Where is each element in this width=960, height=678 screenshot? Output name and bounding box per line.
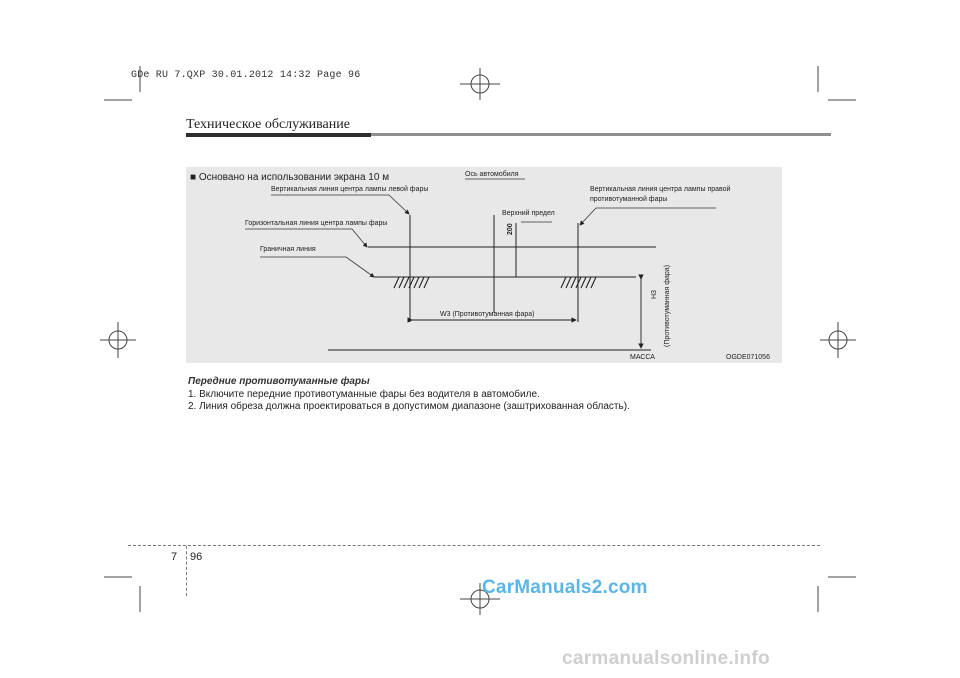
chapter-number: 7 bbox=[171, 551, 178, 563]
right-vertical-label-line2: противотуманной фары bbox=[590, 195, 667, 203]
registration-target-top bbox=[460, 68, 500, 100]
section-title: Техническое обслуживание bbox=[186, 117, 350, 132]
left-hatched-zone bbox=[393, 276, 430, 289]
fog-lamp-diagram-panel: ■ Основано на использовании экрана 10 м … bbox=[186, 167, 782, 363]
right-vertical-leader bbox=[579, 207, 716, 226]
left-vertical-leader bbox=[271, 194, 410, 215]
section-underline-accent bbox=[186, 133, 371, 137]
vehicle-axis-label: Ось автомобиля bbox=[465, 170, 519, 178]
right-vertical-label-line1: Вертикальная линия центра лампы правой bbox=[590, 185, 731, 193]
print-slug: GDe RU 7.QXP 30.01.2012 14:32 Page 96 bbox=[131, 70, 361, 81]
horizontal-center-label: Горизонтальная линия центра лампы фары bbox=[245, 220, 387, 227]
fog-lamp-diagram: ■ Основано на использовании экрана 10 м … bbox=[190, 170, 770, 361]
registration-target-right bbox=[820, 322, 856, 358]
w3-label: W3 (Противотуманная фара) bbox=[440, 311, 534, 318]
upper-limit-value: 200 bbox=[507, 223, 514, 235]
horizontal-center-leader bbox=[245, 228, 368, 248]
instruction-step-2: 2. Линия обреза должна проектироваться в… bbox=[188, 401, 630, 412]
footer-separator bbox=[186, 546, 187, 596]
boundary-line-label: Граничная линия bbox=[260, 246, 316, 253]
right-hatched-zone bbox=[560, 276, 597, 289]
page-number: 96 bbox=[190, 551, 203, 563]
section-underline bbox=[186, 133, 831, 136]
instruction-step-1: 1. Включите передние противотуманные фар… bbox=[188, 389, 540, 400]
watermark-link-carmanualsonline[interactable]: carmanualsonline.info bbox=[562, 648, 770, 669]
watermark-link-carmanuals2[interactable]: CarManuals2.com bbox=[482, 577, 648, 598]
diagram-heading: ■ Основано на использовании экрана 10 м bbox=[190, 172, 389, 183]
left-vertical-label: Вертикальная линия центра лампы левой фа… bbox=[271, 185, 428, 193]
boundary-line-leader bbox=[260, 256, 375, 278]
registration-target-left bbox=[100, 322, 136, 358]
registration-target-bottom bbox=[460, 583, 500, 615]
figure-code: OGDE071056 bbox=[726, 354, 770, 361]
h3-sublabel: (Противотуманная фара) bbox=[664, 265, 671, 347]
upper-limit-label: Верхний предел bbox=[502, 209, 555, 217]
h3-label: H3 bbox=[651, 290, 658, 299]
footer-rule bbox=[128, 545, 820, 546]
caption-title: Передние противотуманные фары bbox=[188, 376, 370, 387]
mass-label: МАССА bbox=[630, 354, 655, 361]
